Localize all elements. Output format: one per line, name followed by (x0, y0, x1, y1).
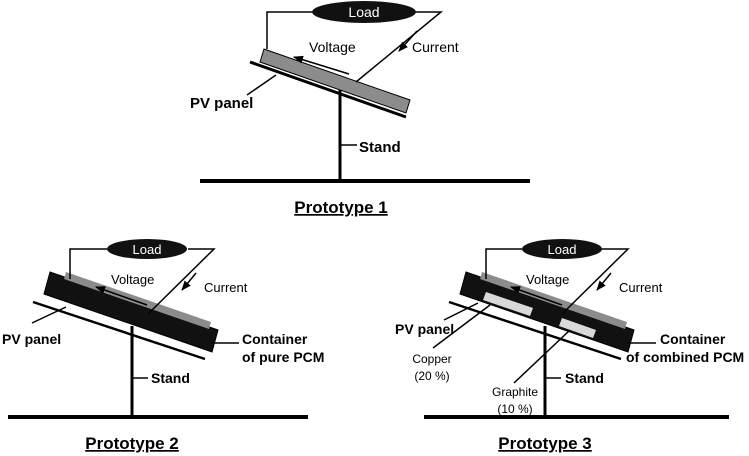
voltage-arrow (95, 286, 148, 306)
pv-panel-label: PV panel (395, 321, 454, 337)
load-label: Load (548, 242, 577, 257)
panel-frame-line (448, 300, 622, 361)
container-label-line1: Container (660, 331, 726, 347)
panel-frame-line (249, 60, 407, 119)
container-label-line2: of combined PCM (626, 349, 744, 365)
panel-frame-line (32, 300, 206, 361)
voltage-label: Voltage (526, 272, 569, 287)
current-arrow (398, 30, 418, 52)
voltage-arrow (510, 286, 563, 306)
stand-label: Stand (151, 370, 190, 386)
wire-right (561, 248, 630, 315)
load-resistor (312, 1, 416, 23)
copper-label-line1: Copper (412, 352, 451, 366)
prototype-3-diagram: Stand Load Voltage Current PV panel Copp… (395, 239, 744, 453)
prototype-1-diagram: Stand Load Voltage Current PV panel Prot… (190, 1, 530, 217)
container-label-line1: Container (242, 331, 308, 347)
load-resistor (107, 239, 187, 259)
prototype-1-title: Prototype 1 (294, 198, 388, 217)
pv-panel-leader-line (31, 306, 67, 324)
voltage-arrow (293, 55, 350, 75)
load-label: Load (133, 242, 162, 257)
voltage-label: Voltage (111, 272, 154, 287)
current-arrow (596, 272, 612, 291)
graphite-leader-line (513, 329, 571, 384)
graphite-section (559, 318, 596, 338)
wire-right (355, 11, 444, 83)
current-label: Current (619, 280, 663, 295)
copper-leader-line (432, 304, 491, 349)
prototype-3-title: Prototype 3 (498, 434, 592, 453)
wire-right (147, 248, 216, 315)
graphite-label-line1: Graphite (492, 385, 538, 399)
copper-section (483, 292, 533, 316)
pv-panel-leader-line (443, 302, 479, 321)
pv-panel (259, 48, 411, 114)
current-label: Current (204, 280, 248, 295)
pv-panel-leader-line (246, 74, 277, 96)
copper-label-line2: (20 %) (414, 369, 449, 383)
stand-label: Stand (359, 139, 401, 156)
voltage-label: Voltage (309, 39, 356, 55)
graphite-label-line2: (10 %) (497, 402, 532, 416)
stand-label: Stand (565, 370, 604, 386)
wire-left (266, 11, 312, 49)
prototype-2-diagram: Stand Load Voltage Current PV panel Cont… (2, 239, 324, 453)
pv-panel-label: PV panel (2, 331, 61, 347)
pv-panel-label: PV panel (190, 95, 253, 112)
wire-left (69, 248, 107, 279)
load-label: Load (348, 4, 379, 20)
wire-left (485, 248, 522, 279)
prototype-2-title: Prototype 2 (85, 434, 179, 453)
load-resistor (522, 239, 602, 259)
current-label: Current (412, 39, 459, 55)
current-arrow (181, 272, 197, 291)
container-label-line2: of pure PCM (242, 349, 324, 365)
